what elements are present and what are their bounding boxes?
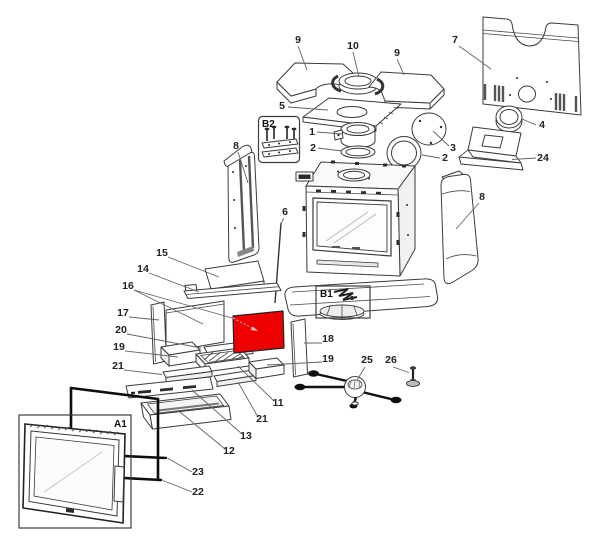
part-bar-14 [183,282,282,299]
inset-label-a1: A1 [114,419,127,430]
part-slotted-plate-13 [125,376,214,399]
callout-9-right: 9 [394,47,400,59]
callout-8-left: 8 [233,140,239,152]
callout-22: 22 [192,486,204,498]
door-handle [113,465,125,503]
callout-17: 17 [117,307,129,319]
callout-20: 20 [115,324,127,336]
base-plinth [284,278,439,317]
callout-19-left: 19 [113,341,125,353]
inset-a1-door: A1 [18,414,132,529]
callout-1: 1 [309,126,315,138]
callout-2-top: 2 [310,142,316,154]
callout-26: 26 [385,354,397,366]
callout-14: 14 [137,263,149,275]
part-top-plate-left [276,62,354,104]
callout-19-right: 19 [322,353,334,365]
gasket-cords [69,386,168,482]
callout-6: 6 [282,206,288,218]
part-side-panel-8-right [440,170,479,285]
callout-24: 24 [537,152,549,164]
part-bracket-24 [458,126,524,171]
part-collar-4 [495,105,523,133]
part-back-panel-7 [482,16,582,116]
part-brick-19-left [160,341,201,367]
callout-2-right: 2 [442,152,448,164]
callout-3: 3 [450,142,456,154]
part-strip-18 [290,318,308,378]
callout-4: 4 [539,119,545,131]
part-flue-collar-1 [333,122,376,148]
callout-21-right: 21 [256,413,268,425]
part-blank-plate-3 [411,112,447,146]
callout-8-right: 8 [479,191,485,203]
part-brick-19-right [248,357,285,379]
inset-b1-shaker: B1 [315,285,371,320]
callout-16: 16 [122,280,134,292]
callout-12: 12 [223,445,235,457]
part-side-panel-8-left [223,144,260,263]
leader-lines [123,45,537,493]
callout-21-left: 21 [112,360,124,372]
part-gasket-2-top [340,145,376,159]
part-ash-pan-12 [140,393,232,430]
part-foot-26 [406,366,420,387]
callout-7: 7 [452,34,458,46]
callout-25: 25 [361,354,373,366]
screws-icon [264,125,297,141]
highlighted-part-region[interactable] [232,310,285,354]
callout-9-left: 9 [295,34,301,46]
callout-18: 18 [322,333,334,345]
inset-label-b1: B1 [320,289,333,300]
part-ring-10 [338,72,378,95]
part-side-brick-16-highlighted[interactable] [232,310,285,354]
firebox-body [295,160,416,277]
inset-b2-fixing-kit: B2 [257,115,301,164]
callout-23: 23 [192,466,204,478]
callout-15: 15 [156,247,168,259]
inset-label-b2: B2 [262,119,275,130]
callout-10: 10 [347,40,359,52]
callout-11: 11 [272,397,283,409]
callout-13: 13 [240,430,252,442]
part-leveler-25 [294,370,402,409]
nameplate [295,171,314,182]
callout-labels: 9 10 9 7 5 1 2 3 2 4 24 8 8 6 15 14 16 1… [112,34,549,498]
part-ring-2-right [386,136,422,170]
callout-5: 5 [279,100,285,112]
part-bar-21-left [162,365,213,383]
